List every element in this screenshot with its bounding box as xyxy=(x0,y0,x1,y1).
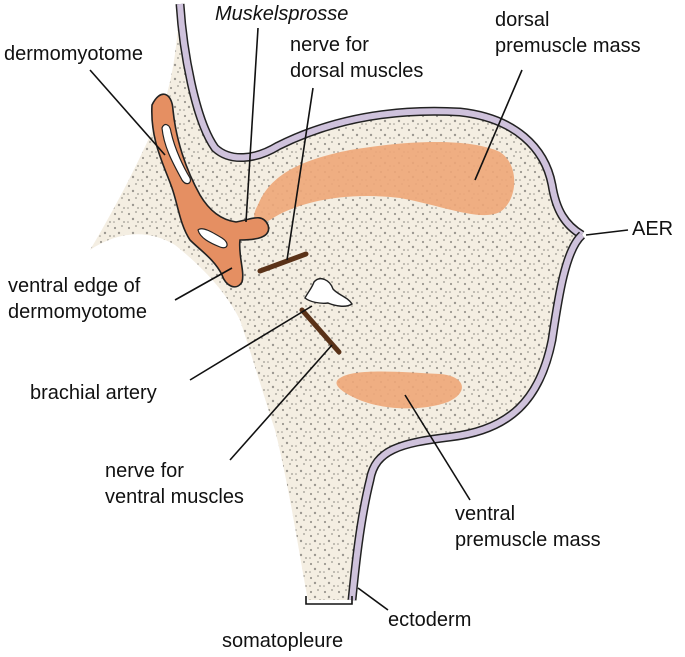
label-ventral-mass-1: ventral xyxy=(455,503,515,525)
label-dermomyotome: dermomyotome xyxy=(4,43,143,65)
nerve-ventral-muscles xyxy=(299,307,342,355)
leader-dermomyotome xyxy=(89,69,166,156)
label-brachial-artery: brachial artery xyxy=(30,382,157,404)
dermomyotome-lumen-upper xyxy=(161,123,191,185)
label-nerve-dorsal-2: dorsal muscles xyxy=(290,60,423,82)
somatopleure-bracket xyxy=(305,596,353,605)
leader-nerve-dorsal xyxy=(286,87,314,261)
label-dorsal-mass-2: premuscle mass xyxy=(495,35,641,57)
dermomyotome-lumen-lower xyxy=(197,228,228,249)
brachial-artery xyxy=(304,278,353,307)
label-ventral-edge-2: dermomyotome xyxy=(8,301,147,323)
leader-muskelsprosse xyxy=(245,27,259,223)
label-muskelsprosse: Muskelsprosse xyxy=(215,3,348,25)
dermomyotome-shape xyxy=(151,93,270,288)
label-ventral-edge-1: ventral edge of xyxy=(8,275,141,297)
leader-dorsal-mass xyxy=(474,69,523,181)
leader-ventral-edge xyxy=(174,267,233,301)
label-somatopleure: somatopleure xyxy=(222,630,343,652)
label-nerve-dorsal-1: nerve for xyxy=(290,34,369,56)
label-aer: AER xyxy=(632,218,673,240)
label-nerve-ventral-2: ventral muscles xyxy=(105,486,244,508)
leader-ventral-mass xyxy=(404,394,471,501)
label-dorsal-mass-1: dorsal xyxy=(495,9,549,31)
leader-aer xyxy=(585,229,629,236)
leader-nerve-ventral xyxy=(229,344,333,461)
label-ventral-mass-2: premuscle mass xyxy=(455,529,601,551)
leader-ectoderm xyxy=(357,587,389,611)
leader-brachial-artery xyxy=(189,305,313,381)
label-ectoderm: ectoderm xyxy=(388,609,471,631)
dorsal-premuscle-mass xyxy=(254,142,515,223)
ventral-premuscle-mass xyxy=(336,371,462,409)
label-nerve-ventral-1: nerve for xyxy=(105,460,184,482)
nerve-dorsal-muscles xyxy=(257,251,309,274)
